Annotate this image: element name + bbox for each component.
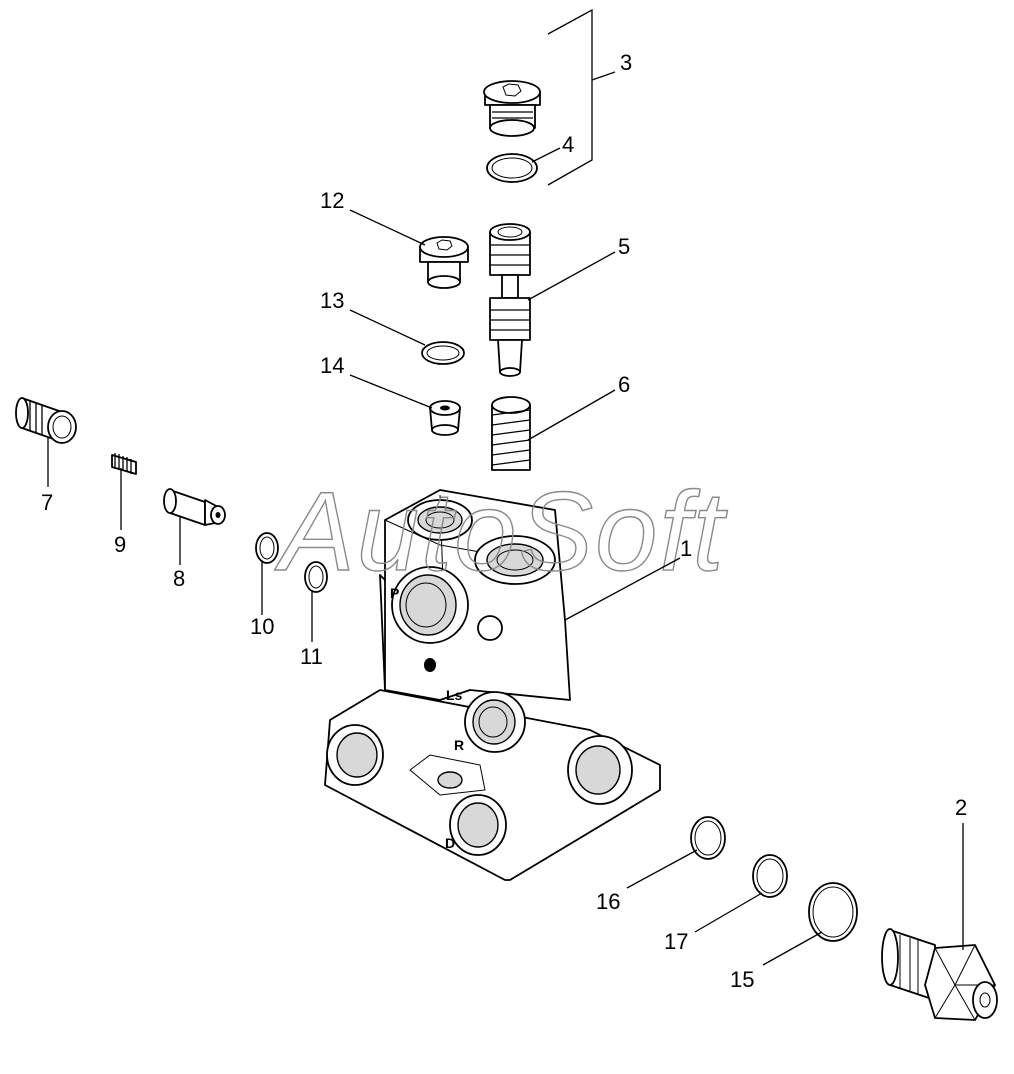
part-3-plug [483,80,541,137]
part-7-plug [15,397,77,444]
cast-mark-p: P [390,585,399,601]
part-5-valve-spool [489,223,531,377]
callout-6: 6 [618,372,630,397]
cast-mark-r: R [454,737,464,753]
callout-14: 14 [320,353,344,378]
callout-10: 10 [250,614,274,639]
part-6-spring [491,396,531,471]
callout-11: 11 [300,644,323,669]
callout-2: 2 [955,795,967,820]
part-16-o-ring [690,816,726,860]
callout-15: 15 [730,967,754,992]
part-15-seal-ring [808,882,858,942]
part-9-spring [111,453,137,475]
callout-16: 16 [596,889,620,914]
callout-1: 1 [680,536,692,561]
callout-3: 3 [620,50,632,75]
part-1-valve-housing: P Ls R D [324,489,661,881]
callout-4: 4 [562,132,574,157]
callout-12: 12 [320,188,344,213]
callout-13: 13 [320,288,344,313]
callout-5: 5 [618,234,630,259]
cast-mark-ls: Ls [446,687,463,703]
part-17-backup-ring [752,854,788,898]
part-4-o-ring [486,153,538,183]
callout-labels: 3 4 5 6 12 13 14 7 9 8 10 11 1 2 16 17 1… [41,50,967,992]
watermark-text: AutoSoft [274,469,728,594]
part-14-orifice-plug [429,400,461,436]
part-12-plug [419,236,469,289]
callout-7: 7 [41,490,53,515]
callout-8: 8 [173,566,185,591]
part-13-o-ring [421,341,465,365]
part-8-poppet [163,488,226,526]
cast-mark-d: D [445,835,455,851]
part-2-relief-cartridge [881,928,998,1021]
leader-lines [47,8,964,966]
callout-9: 9 [114,532,126,557]
callout-17: 17 [664,929,688,954]
